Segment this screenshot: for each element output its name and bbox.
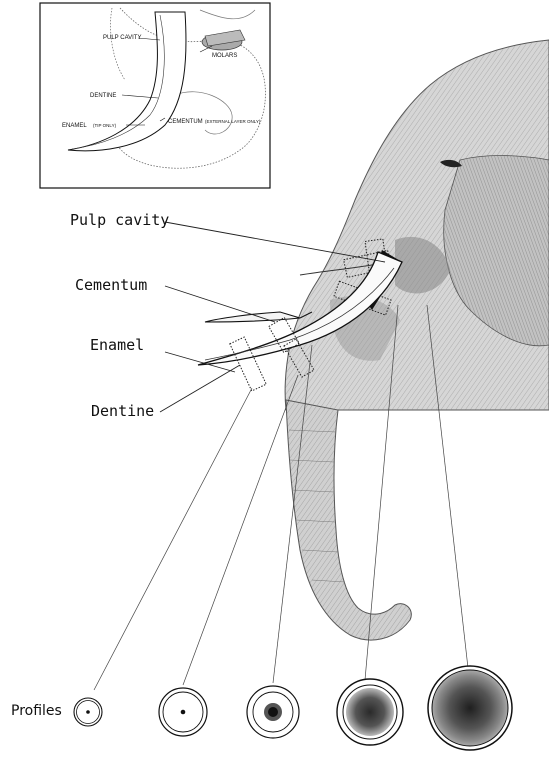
leader-cementum xyxy=(165,286,275,322)
label-dentine: Dentine xyxy=(91,402,154,420)
inset-label-cementum: CEMENTUM xyxy=(168,119,203,125)
leader-dentine xyxy=(160,365,240,412)
inset-label-enamel: ENAMEL xyxy=(62,123,87,129)
profile-1 xyxy=(74,698,102,726)
label-pulp-cavity: Pulp cavity xyxy=(70,211,169,229)
label-enamel: Enamel xyxy=(90,336,144,354)
label-profiles: Profiles xyxy=(11,703,62,719)
inset-label-pulp-cavity: PULP CAVITY xyxy=(103,35,141,41)
inset-label-dentine: DENTINE xyxy=(90,93,116,99)
profile-4 xyxy=(337,679,403,745)
profiles-row xyxy=(74,666,512,750)
inset-label-cementum-note: (EXTERNAL LAYER ONLY) xyxy=(205,119,261,124)
label-cementum: Cementum xyxy=(75,276,147,294)
inset-label-molars: MOLARS xyxy=(212,53,237,59)
profile-3 xyxy=(247,686,299,738)
profile-2 xyxy=(159,688,207,736)
inset-label-enamel-note: (TIP ONLY) xyxy=(93,123,117,128)
inset-diagram: PULP CAVITY MOLARS DENTINE ENAMEL (TIP O… xyxy=(40,3,270,188)
profile-5 xyxy=(428,666,512,750)
